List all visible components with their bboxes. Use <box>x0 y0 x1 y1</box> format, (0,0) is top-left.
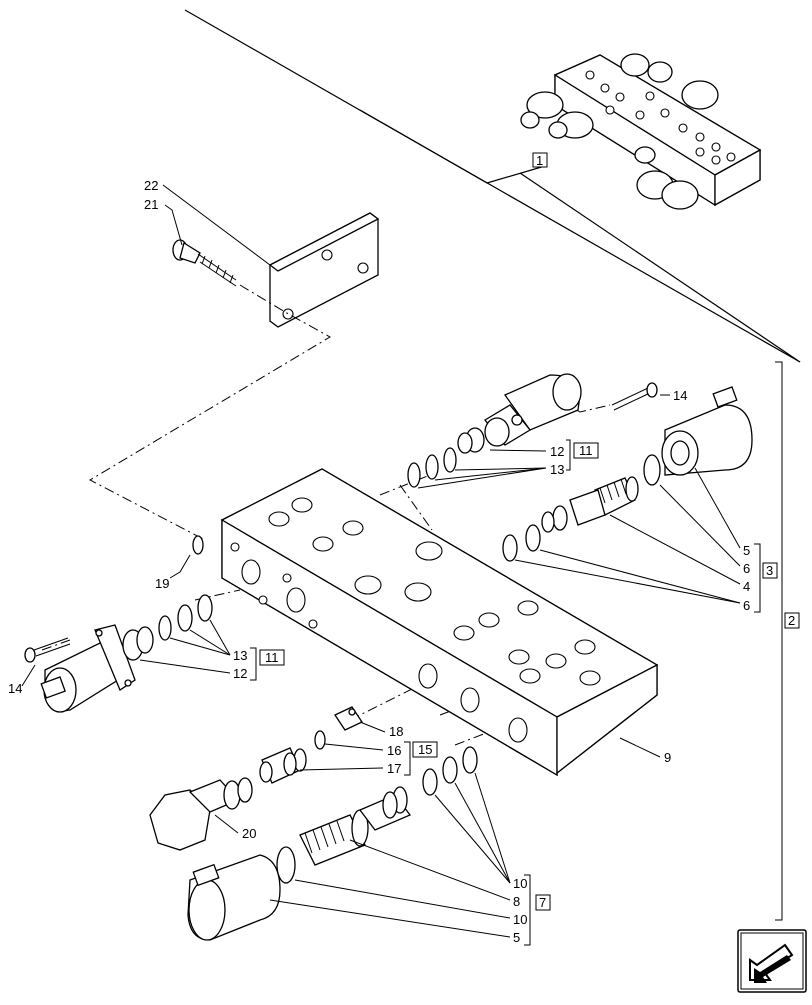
callout-9-label: 9 <box>664 750 671 765</box>
callout-10a-label: 10 <box>513 876 527 891</box>
callout-11b-label: 11 <box>265 650 279 665</box>
callout-13a-label: 13 <box>550 462 564 477</box>
callout-15-label: 15 <box>418 742 432 757</box>
callout-1-label: 1 <box>536 153 543 168</box>
plug-20 <box>149 777 253 851</box>
screw-21 <box>172 239 237 287</box>
callout-10b-label: 10 <box>513 912 527 927</box>
arrow-bottom-left-icon[interactable] <box>737 929 807 993</box>
spool-17 <box>259 747 307 784</box>
o-ring-10-bottom <box>276 846 296 884</box>
valve-cartridge-8 <box>299 786 412 866</box>
callout-18-label: 18 <box>389 724 403 739</box>
callout-2-label: 2 <box>788 613 795 628</box>
o-rings-6-lower <box>502 524 541 562</box>
valve-block-9 <box>220 468 659 777</box>
o-rings-13-upper <box>407 447 457 488</box>
callout-21-label: 21 <box>144 197 158 212</box>
frame-lines <box>184 9 801 363</box>
callout-14b-label: 14 <box>8 681 22 696</box>
coil-5-bottom <box>187 854 281 941</box>
o-ring-19 <box>192 535 204 555</box>
callout-12a-label: 12 <box>550 444 564 459</box>
callout-5b-label: 5 <box>513 930 520 945</box>
callout-3-label: 3 <box>766 563 773 578</box>
callout-7-label: 7 <box>539 895 546 910</box>
upper-solenoid-12 <box>457 373 582 454</box>
screw-14-upper <box>611 382 658 411</box>
callout-19-label: 19 <box>155 576 169 591</box>
valve-cartridge-4 <box>541 476 639 533</box>
callout-22-label: 22 <box>144 178 158 193</box>
block-top-holes <box>268 497 601 686</box>
callout-16-label: 16 <box>387 743 401 758</box>
o-rings-13-left <box>158 594 213 641</box>
plate-22 <box>268 212 380 328</box>
callout-6b-label: 6 <box>743 598 750 613</box>
callout-20-label: 20 <box>242 826 256 841</box>
callout-5a-label: 5 <box>743 543 750 558</box>
o-rings-10-top <box>422 746 478 796</box>
block-side-holes <box>230 542 528 743</box>
plug-18 <box>334 706 363 731</box>
callout-11a-label: 11 <box>579 443 593 458</box>
o-ring-6-right <box>643 454 661 486</box>
bracket-2: 2 <box>775 361 800 921</box>
valve-assembly-thumbnail <box>520 53 762 210</box>
callout-4-label: 4 <box>743 579 750 594</box>
callout-8-label: 8 <box>513 894 520 909</box>
coil-5-right <box>661 386 753 476</box>
screw-14-left <box>24 637 71 663</box>
callout-12b-label: 12 <box>233 666 247 681</box>
o-ring-16 <box>314 730 326 750</box>
left-solenoid-12 <box>40 624 154 713</box>
callout-6a-label: 6 <box>743 561 750 576</box>
callout-14a-label: 14 <box>673 388 687 403</box>
callout-13b-label: 13 <box>233 648 247 663</box>
callout-1: 1 <box>532 152 548 168</box>
callout-17-label: 17 <box>387 761 401 776</box>
